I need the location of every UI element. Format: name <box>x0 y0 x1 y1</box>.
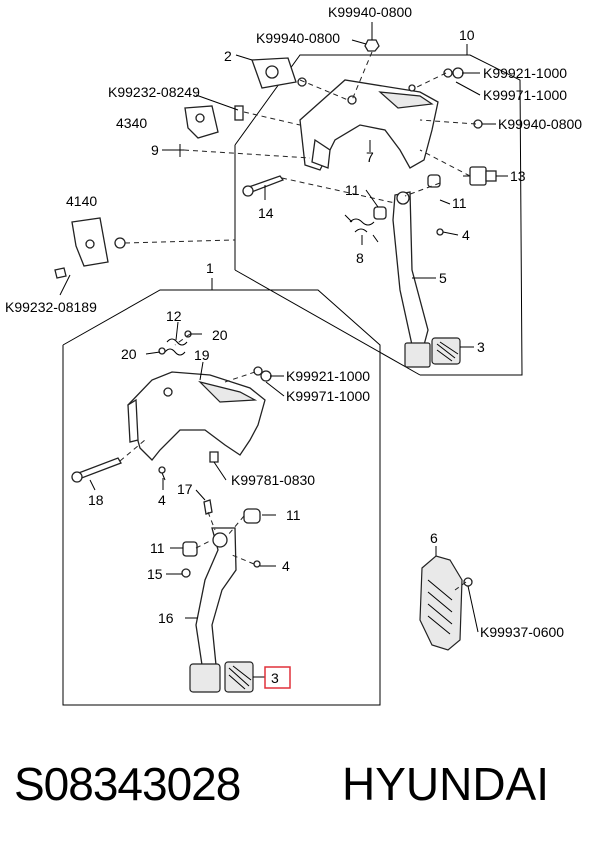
label-k99232-08189: K99232-08189 <box>5 299 97 315</box>
dashed-guides <box>119 51 477 591</box>
label-k99971-upper: K99971-1000 <box>483 87 567 103</box>
label-k99921-upper: K99921-1000 <box>483 65 567 81</box>
label-k99940-mid: K99940-0800 <box>256 30 340 46</box>
label-k99940-right: K99940-0800 <box>498 116 582 132</box>
label-14: 14 <box>258 205 274 221</box>
part-13-switch <box>463 166 497 186</box>
brand-name: HYUNDAI <box>342 758 550 810</box>
exploded-parts-diagram: K99940-0800 10 2 K99940-0800 K99921-1000… <box>5 4 582 706</box>
label-k99781: K99781-0830 <box>231 472 315 488</box>
label-3-a: 3 <box>477 339 485 355</box>
nuts-right-upper <box>443 67 483 129</box>
label-k99940-top: K99940-0800 <box>328 4 412 20</box>
part-19-lower-bracket <box>127 366 272 461</box>
label-4140: 4140 <box>66 193 97 209</box>
nut-top <box>364 39 380 52</box>
label-16: 16 <box>158 610 174 626</box>
part-16-lower-pedal <box>189 527 254 693</box>
label-4-a: 4 <box>462 227 470 243</box>
footer: S08343028 HYUNDAI <box>0 757 600 827</box>
label-18: 18 <box>88 492 104 508</box>
small-fasteners-lower <box>158 451 261 578</box>
leader-lines <box>59 22 508 678</box>
part-6-pedal-pad <box>419 555 473 651</box>
label-3-b: 3 <box>271 670 279 686</box>
part-number: S08343028 <box>14 758 241 810</box>
label-2: 2 <box>224 48 232 64</box>
label-9: 9 <box>151 142 159 158</box>
part-12-spring <box>158 330 192 356</box>
label-4-c: 4 <box>282 558 290 574</box>
label-11-d: 11 <box>150 540 165 556</box>
label-15: 15 <box>147 566 163 582</box>
part-4340-clevis <box>184 105 244 139</box>
part-5-upper-pedal <box>392 191 461 368</box>
label-12: 12 <box>166 308 182 324</box>
label-4340: 4340 <box>116 115 147 131</box>
part-18-bolt <box>71 457 122 483</box>
label-11-b: 11 <box>452 195 467 211</box>
label-k99232-08249: K99232-08249 <box>108 84 200 100</box>
label-k99937: K99937-0600 <box>480 624 564 640</box>
callout-labels: K99940-0800 10 2 K99940-0800 K99921-1000… <box>5 4 582 686</box>
label-10: 10 <box>459 27 475 43</box>
label-1: 1 <box>206 260 214 276</box>
part-4140-clevis <box>54 217 126 279</box>
highlight-box <box>264 666 291 689</box>
upper-pedal-bracket <box>299 79 439 171</box>
label-8: 8 <box>356 250 364 266</box>
label-5: 5 <box>439 270 447 286</box>
label-7: 7 <box>366 149 374 165</box>
part-14-bolt <box>242 175 285 197</box>
part-9-pin <box>170 144 184 157</box>
label-11-c: 11 <box>286 507 301 523</box>
label-11-a: 11 <box>345 182 360 198</box>
part-2-plate <box>251 57 307 89</box>
label-19: 19 <box>194 347 210 363</box>
label-17: 17 <box>177 481 193 497</box>
label-4-b: 4 <box>158 492 166 508</box>
label-k99971-lower: K99971-1000 <box>286 388 370 404</box>
label-20-b: 20 <box>121 346 137 362</box>
label-20-a: 20 <box>212 327 228 343</box>
part-8-spring <box>344 214 379 243</box>
label-13: 13 <box>510 168 526 184</box>
label-6: 6 <box>430 530 438 546</box>
lower-assembly-box <box>62 278 381 706</box>
label-k99921-lower: K99921-1000 <box>286 368 370 384</box>
